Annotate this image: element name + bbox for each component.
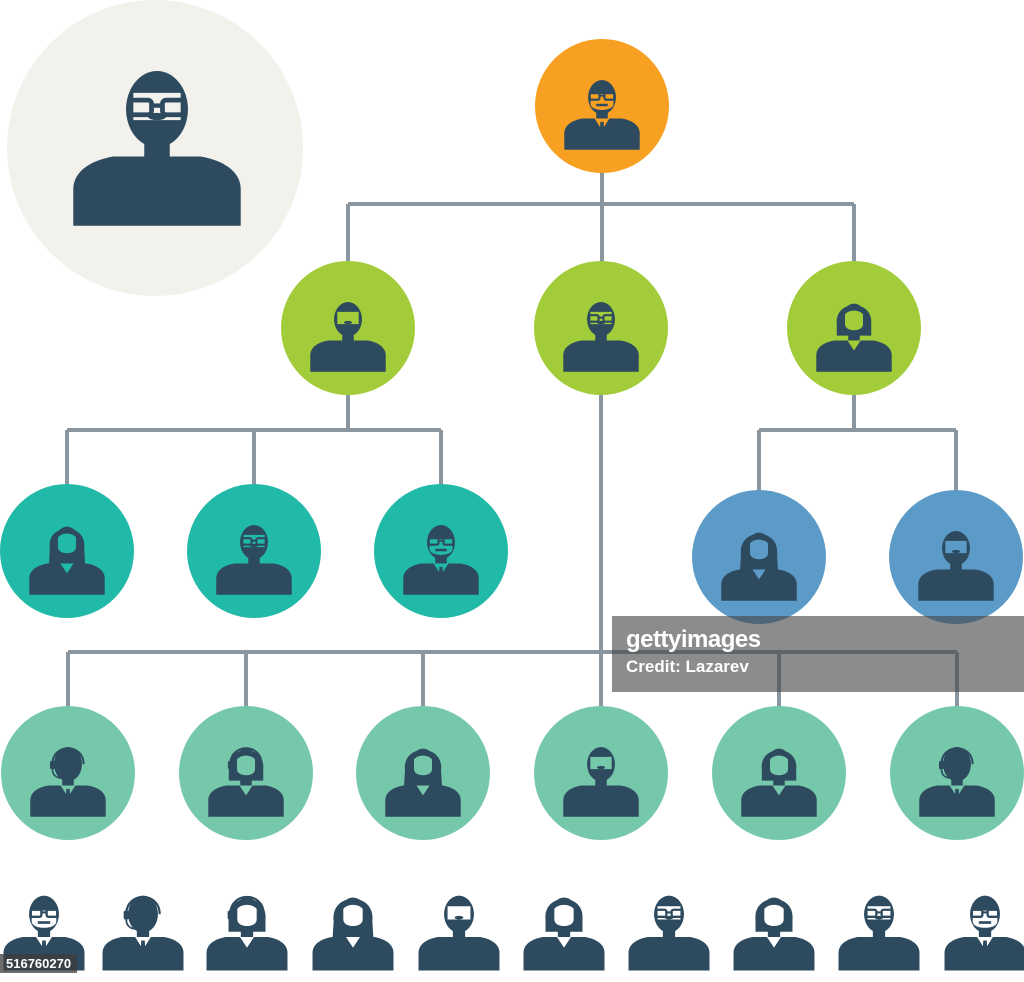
featured-avatar [7,0,303,296]
org-node-staff-5 [712,706,846,840]
man-beard-icon [310,302,386,372]
org-node-ceo [535,39,669,173]
woman-short-hair-icon [741,748,817,817]
org-node-manager-center [534,261,668,395]
man-bald-glasses-tie-icon [403,525,479,595]
man-glasses-beard-icon [216,525,292,595]
icon-set-item [733,897,815,971]
man-headset-tie-icon [30,747,106,817]
man-glasses-beard-icon [73,71,241,226]
man-beard-icon [563,747,639,817]
org-nodes [0,39,1024,840]
man-glasses-beard-icon [838,895,920,971]
man-headset-tie-icon [919,747,995,817]
man-glasses-beard-icon [563,302,639,372]
org-node-lead-3 [374,484,508,618]
icon-set-item [102,895,184,971]
org-node-staff-2 [179,706,313,840]
org-node-lead-4 [692,490,826,624]
icon-set-item [418,895,500,971]
woman-long-hair-icon [385,748,461,817]
woman-long-hair-icon [312,897,394,971]
man-beard-icon [918,531,994,601]
image-id-label: 516760270 [0,954,78,973]
man-glasses-beard-icon [628,895,710,971]
watermark-brand: gettyimages [626,626,761,653]
org-node-lead-1 [0,484,134,618]
org-node-lead-2 [187,484,321,618]
woman-short-hair-icon [523,897,605,971]
org-node-staff-6 [890,706,1024,840]
org-node-manager-right [787,261,921,395]
watermark-credit: Credit: Lazarev [626,657,749,676]
watermark: gettyimages Credit: Lazarev [612,616,1024,692]
woman-long-hair-icon [721,532,797,601]
icon-set-item [523,897,605,971]
org-node-manager-left [281,261,415,395]
man-bald-glasses-tie-icon [564,80,640,150]
org-node-staff-3 [356,706,490,840]
man-bald-glasses-tie-icon [944,895,1024,971]
woman-short-hair-icon [816,303,892,372]
org-node-staff-1 [1,706,135,840]
icon-set-item [944,895,1024,971]
woman-headset-icon [206,896,288,971]
icon-set-item [312,897,394,971]
man-headset-tie-icon [102,895,184,971]
woman-short-hair-icon [733,897,815,971]
icon-set-item [206,896,288,971]
org-node-staff-4 [534,706,668,840]
icon-set-item [838,895,920,971]
woman-headset-icon [208,747,284,817]
icon-set-item [628,895,710,971]
man-beard-icon [418,895,500,971]
woman-suit-icon [29,526,105,595]
org-node-lead-5 [889,490,1023,624]
icon-set-row [3,895,1024,971]
